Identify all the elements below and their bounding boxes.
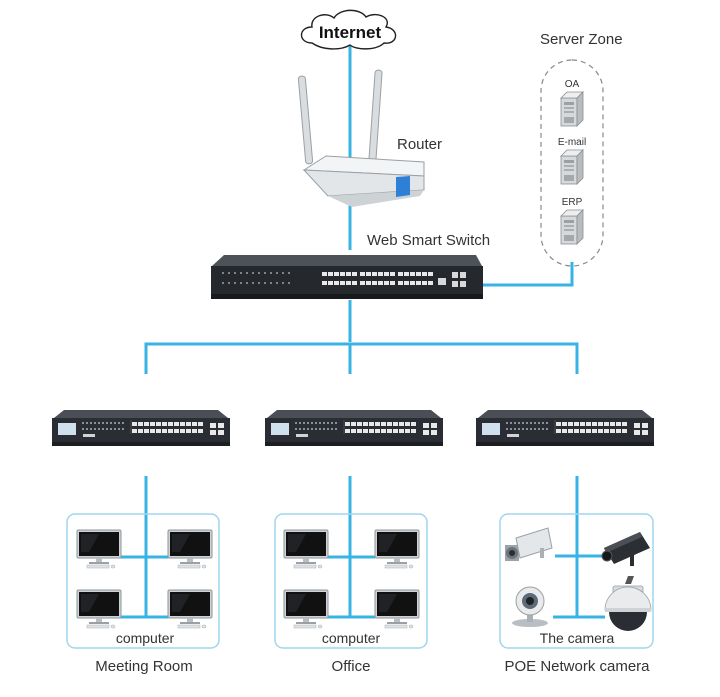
meeting-room-box <box>66 513 220 649</box>
router-icon <box>297 69 425 207</box>
web-smart-switch-label: Web Smart Switch <box>367 232 491 249</box>
email-server-label: E-mail <box>557 137 587 148</box>
computer-icon <box>76 529 122 569</box>
computer-icon <box>167 589 213 629</box>
network-links <box>118 46 605 619</box>
distribution-bus-link <box>144 342 579 374</box>
erp-server-label: ERP <box>561 197 583 208</box>
ptz-dome-camera-icon <box>604 576 652 631</box>
camera-box <box>499 513 654 649</box>
bullet-camera-icon <box>601 532 650 566</box>
server-zone-title: Server Zone <box>540 31 623 48</box>
office-switch-icon <box>265 410 443 446</box>
server-zone-boundary <box>540 59 604 267</box>
router-label: Router <box>397 136 443 153</box>
computer-icon <box>374 529 420 569</box>
computer-icon <box>283 529 329 569</box>
meeting-room-switch-icon <box>52 410 230 446</box>
email-server-icon <box>560 149 584 185</box>
internet-label: Internet <box>318 23 382 42</box>
office-group-label: computer <box>317 630 385 646</box>
office-label: Office <box>331 658 371 675</box>
meeting-room-label: Meeting Room <box>95 658 193 675</box>
office-box <box>274 513 428 649</box>
oa-server-icon <box>560 91 584 127</box>
server-zone-link <box>482 262 574 287</box>
web-smart-switch-icon <box>211 255 483 299</box>
computer-icon <box>167 529 213 569</box>
camera-group-label: The camera <box>535 630 619 646</box>
poe-network-camera-label: POE Network camera <box>504 658 650 675</box>
computer-icon <box>374 589 420 629</box>
dome-webcam-icon <box>512 586 548 627</box>
box-camera-icon <box>505 527 553 561</box>
computer-icon <box>283 589 329 629</box>
internet-cloud-icon <box>300 9 397 50</box>
camera-switch-icon <box>476 410 654 446</box>
computer-icon <box>76 589 122 629</box>
meeting-room-group-label: computer <box>111 630 179 646</box>
oa-server-label: OA <box>564 79 580 90</box>
erp-server-icon <box>560 209 584 245</box>
